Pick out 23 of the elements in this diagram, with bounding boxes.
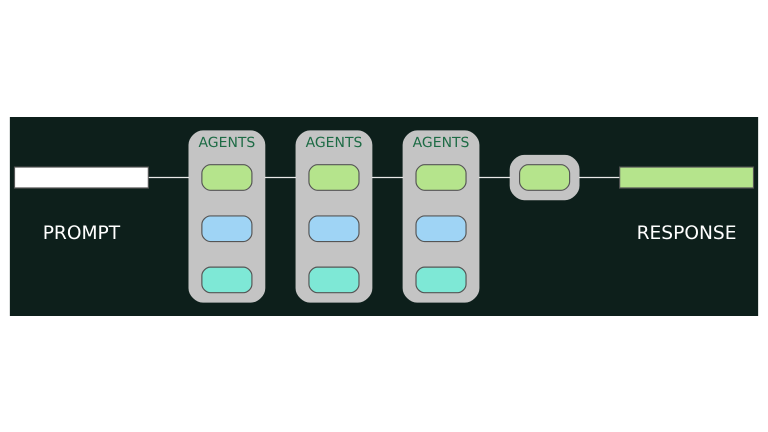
node-box xyxy=(201,214,252,242)
node-box xyxy=(308,266,360,293)
node-box xyxy=(415,266,467,293)
connector xyxy=(148,176,190,178)
node-box xyxy=(201,266,252,293)
node-bar xyxy=(619,166,754,188)
node-label: RESPONSE xyxy=(636,222,737,244)
node-box xyxy=(308,164,360,190)
connector xyxy=(578,176,620,178)
node-label: PROMPT xyxy=(42,222,120,244)
node-box xyxy=(308,214,360,242)
node-bar xyxy=(14,166,149,188)
cluster xyxy=(510,154,580,200)
node-box xyxy=(415,214,467,242)
cluster: AGENTS xyxy=(188,130,266,302)
node-box xyxy=(519,164,570,190)
cluster: AGENTS xyxy=(402,130,480,302)
node-box xyxy=(415,164,467,190)
connector xyxy=(478,176,510,178)
node-box xyxy=(201,164,252,190)
cluster: AGENTS xyxy=(296,130,372,302)
connector xyxy=(264,176,296,178)
connector xyxy=(372,176,404,178)
